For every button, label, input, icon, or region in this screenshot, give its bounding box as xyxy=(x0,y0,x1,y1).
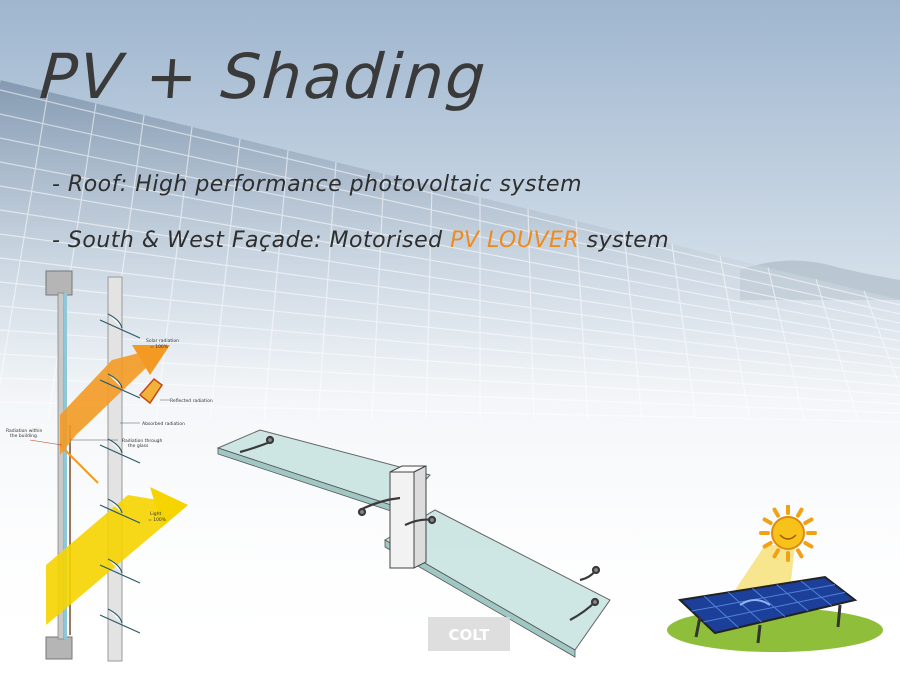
label-light: Light xyxy=(150,511,161,517)
bullet-facade-highlight: PV LOUVER xyxy=(450,228,580,253)
bullet-facade-suffix: system xyxy=(579,228,670,253)
sun-pv-panel-clipart xyxy=(667,505,883,652)
label-through-glass-2: the glass xyxy=(128,443,149,449)
bullet-facade-text: - South & West Façade: Motorised xyxy=(52,228,451,253)
label-reflected-radiation: Reflected radiation xyxy=(170,398,213,404)
bullet-facade: - South & West Façade: Motorised PV LOUV… xyxy=(52,228,669,253)
bullet-roof: - Roof: High performance photovoltaic sy… xyxy=(52,172,582,197)
label-solar-radiation-pct: = 100% xyxy=(150,344,169,350)
louver-blade-illustration xyxy=(216,429,611,658)
slide-title: PV + Shading xyxy=(37,40,490,113)
label-within-building: Radiation within xyxy=(6,428,42,434)
bullet-roof-text: - Roof: High performance photovoltaic sy… xyxy=(52,172,583,197)
label-through-glass: Radiation through xyxy=(122,438,163,444)
label-light-pct: = 100% xyxy=(148,517,167,523)
label-solar-radiation: Solar radiation xyxy=(146,338,179,344)
svg-text:COLT: COLT xyxy=(448,626,490,644)
colt-logo: COLT xyxy=(428,617,510,651)
label-absorbed-radiation: Absorbed radiation xyxy=(142,421,185,427)
label-within-building-2: the building xyxy=(10,433,37,439)
facade-section-diagram: Solar radiation = 100% Reflected radiati… xyxy=(6,270,213,662)
